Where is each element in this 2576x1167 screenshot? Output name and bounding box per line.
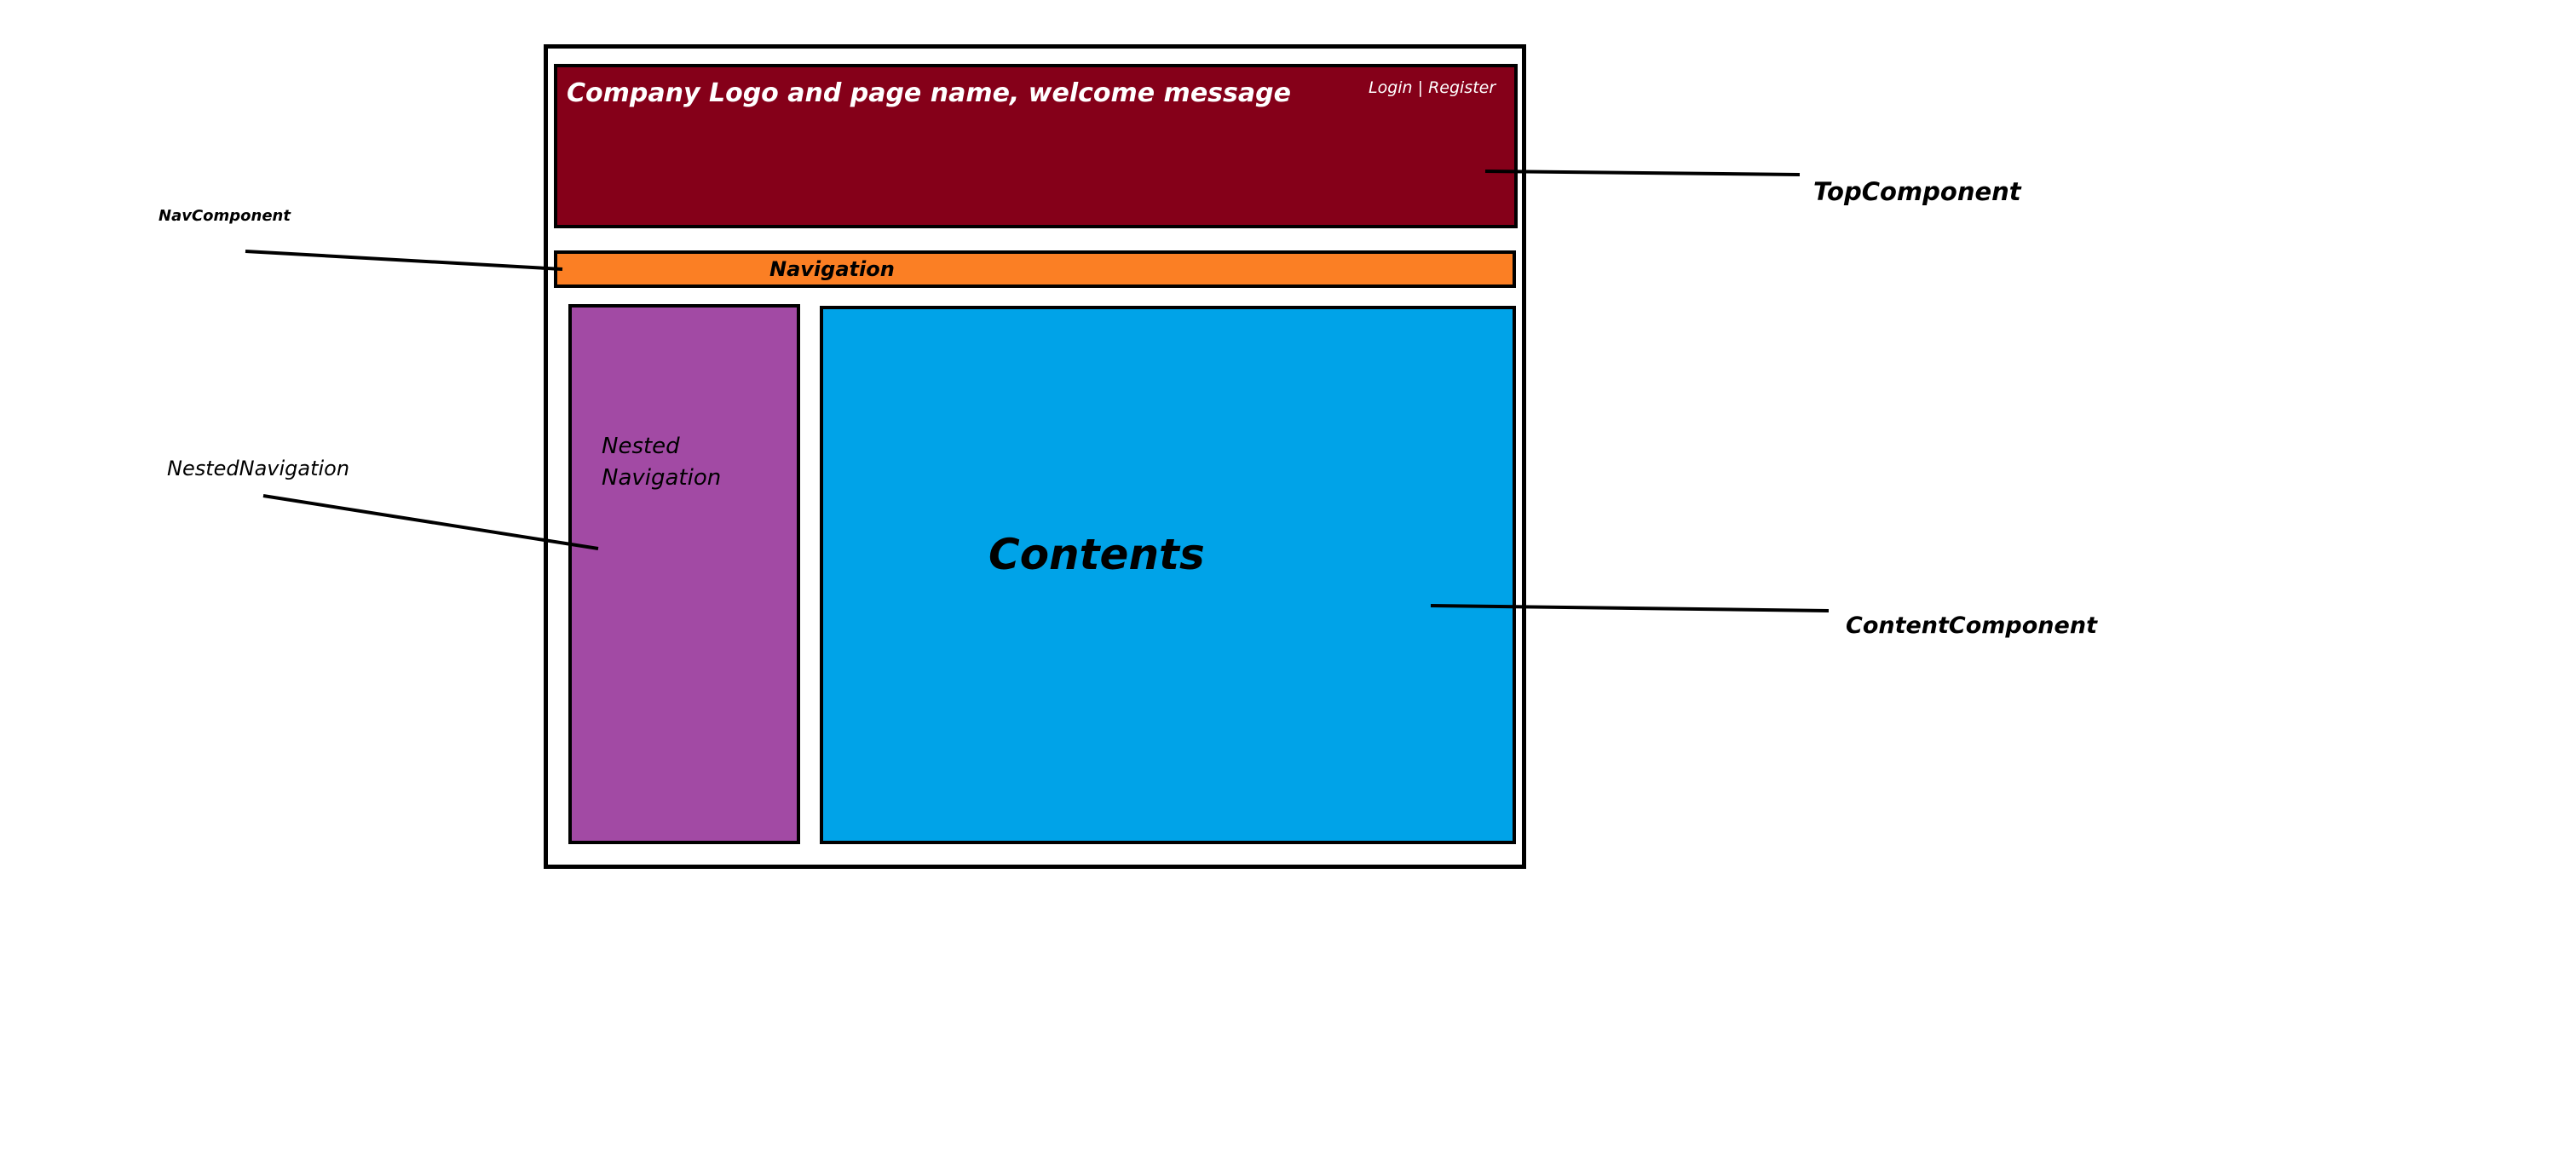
callout-content-component: ContentComponent (1846, 612, 2097, 639)
contents-box (820, 306, 1516, 844)
leader-line-nav (245, 250, 563, 271)
navigation-bar[interactable] (554, 250, 1516, 288)
nested-navigation-box[interactable] (568, 304, 800, 844)
nested-navigation-label: Nested Navigation (602, 434, 722, 491)
callout-nav-component: NavComponent (158, 207, 291, 225)
login-register-link[interactable]: Login | Register (1369, 78, 1496, 97)
callout-top-component: TopComponent (1813, 177, 2021, 206)
callout-nested-navigation: NestedNavigation (167, 457, 350, 480)
top-component-box (554, 64, 1518, 228)
leader-line-top (1484, 170, 1801, 176)
contents-label: Contents (988, 530, 1205, 579)
navigation-label: Navigation (769, 257, 895, 281)
top-title: Company Logo and page name, welcome mess… (567, 78, 1291, 108)
